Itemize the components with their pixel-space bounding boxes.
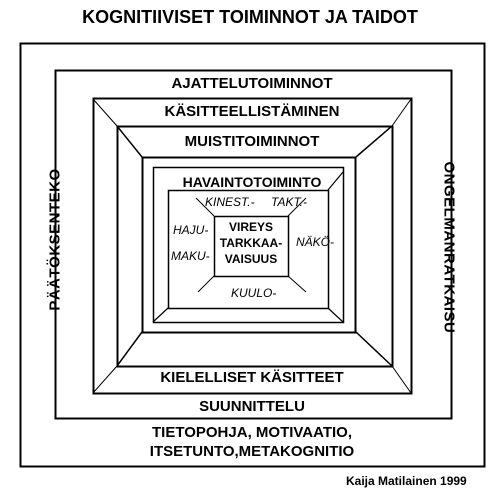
label-paatoksenteko: PÄÄTÖKSENTEKO (46, 168, 64, 311)
label-takt: TAKT.- (271, 195, 308, 209)
label-suunnittelu: SUUNNITTELU (199, 398, 305, 415)
frame-center (213, 215, 290, 278)
diagram-title: KOGNITIIVISET TOIMINNOT JA TAIDOT (82, 7, 418, 27)
label-havaintotoiminto: HAVAINTOTOIMINTO (182, 174, 322, 190)
frame-senses (167, 189, 330, 310)
label-kielelliset-kasitteet: KIELELLISET KÄSITTEET (158, 369, 346, 386)
label-ongelmanratkaisu: ONGELMANRATKAISU (440, 161, 458, 334)
label-vaisuus: VAISUUS (224, 252, 278, 266)
label-kinest: KINEST.- (205, 195, 255, 209)
label-haju: HAJU- (173, 223, 209, 237)
label-tietopohja-line2: ITSETUNTO,METAKOGNITIO (149, 443, 355, 460)
label-vireys: VIREYS (228, 220, 274, 234)
frame-ajattelu (54, 69, 453, 420)
label-tietopohja-line1: TIETOPOHJA, MOTIVAATIO, (151, 424, 353, 441)
frame-muisti (116, 125, 394, 368)
frame-kasitteellistaminen (92, 97, 413, 395)
outer-frame (19, 42, 486, 468)
credit-text: Kaija Matilainen 1999 (346, 474, 467, 488)
frame-havainto (152, 166, 345, 324)
label-ajattelutoiminnot: AJATTELUTOIMINNOT (171, 75, 333, 92)
label-nako: NÄKÖ- (296, 235, 335, 249)
label-kasitteellistaminen: KÄSITTEELLISTÄMINEN (164, 103, 340, 120)
label-tarkkaa: TARKKAA- (219, 236, 283, 250)
frame-muisti-inner (141, 156, 357, 334)
label-muistitoiminnot: MUISTITOIMINNOT (182, 133, 322, 150)
label-maku: MAKU- (171, 249, 210, 263)
label-kuulo: KUULO- (231, 286, 277, 300)
